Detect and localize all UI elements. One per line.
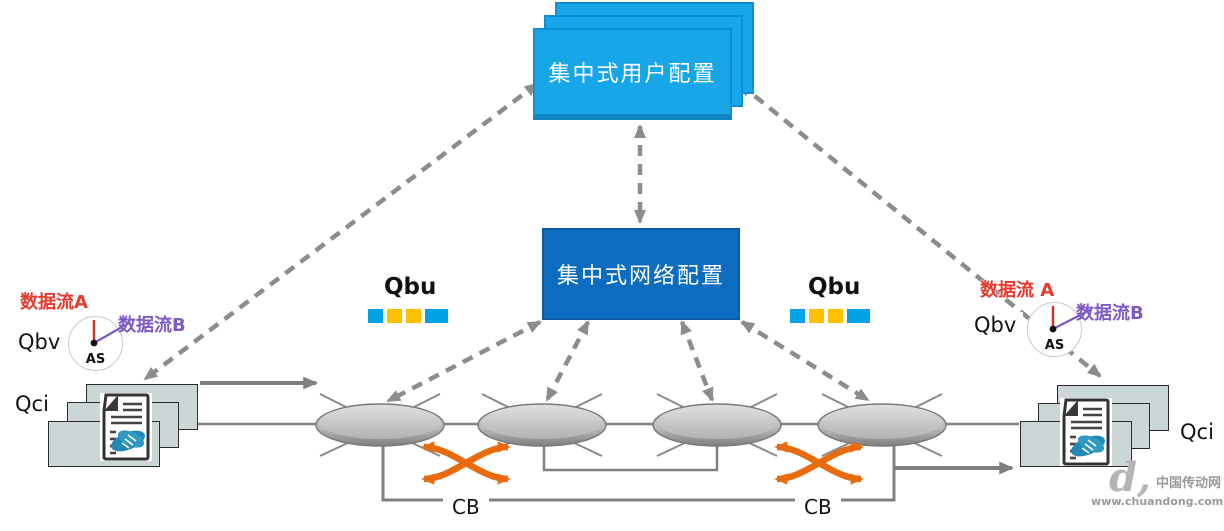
bridge-node [817,403,947,447]
right-qbv-label: Qbv [967,312,1024,338]
bridge-links [173,422,1019,502]
right-stream-a-label: 数据流 A [980,280,1055,301]
left-as-label: AS [85,352,106,367]
left-qci-label: Qci [8,391,56,417]
cb-cross-left [421,441,511,485]
bridge-spokes [319,393,943,457]
bridge-node [652,403,782,447]
stream-flow-arrows [200,376,1015,475]
tsn-bridges [315,403,947,447]
qbu-queue-square [387,309,402,323]
qbu-queue-square [425,309,448,323]
bridge-node [477,403,607,447]
cuc-to-left-station-arrow [143,82,539,381]
cnc-label: 集中式网络配置 [556,264,725,289]
cnc-to-bridge1-arrow [386,320,542,403]
cnc-to-bridge4-arrow [740,320,870,402]
cuc-box: 集中式用户配置 [533,28,732,120]
right-qci-label: Qci [1173,419,1221,445]
watermark-name: 中国传动网 [1155,476,1221,491]
right-as-clock-icon: AS [1027,302,1082,357]
qbu-queue-square [406,309,421,323]
left-stream-a-label: 数据流A [20,292,88,313]
watermark-logo: d, [1109,454,1151,501]
qbu-queue-square [790,309,805,323]
cb-replication-crosses [421,441,864,485]
watermark-url: www.chuandong.com [1091,495,1224,508]
qbu-left-queue-squares [368,309,448,323]
qbu-queue-square [368,309,383,323]
right-stream-b-label: 数据流B [1076,303,1144,324]
qbu-right-queue-squares [790,309,870,323]
inner-redundant-path [542,444,719,472]
cb-cross-right [774,441,864,485]
cb-left-label: CB [443,493,489,521]
cb-cross-left [421,441,511,485]
cnc-to-bridge2-arrow [545,320,590,402]
outer-redundant-path [381,443,896,502]
right-as-label: AS [1044,338,1065,353]
left-qbv-label: Qbv [11,329,68,355]
handshake-glyph [1071,435,1105,457]
qbu-queue-square [847,309,870,323]
qbu-left-label: Qbu [377,273,444,301]
right-contract-icon [1060,398,1112,466]
left-as-clock-icon: AS [68,316,123,371]
handshake-glyph [111,430,145,452]
cb-right-label: CB [795,493,841,521]
qbu-right-label: Qbu [801,273,868,301]
bridge-node [315,403,445,447]
cnc-to-bridge3-arrow [679,320,715,402]
qbu-queue-square [809,309,824,323]
cuc-label: 集中式用户配置 [548,62,717,87]
watermark: d, 中国传动网 www.chuandong.com [1091,454,1224,509]
cb-cross-right [774,441,864,485]
cnc-box: 集中式网络配置 [542,228,740,320]
left-contract-icon [100,393,152,461]
qbu-queue-square [828,309,843,323]
left-stream-b-label: 数据流B [118,315,186,336]
